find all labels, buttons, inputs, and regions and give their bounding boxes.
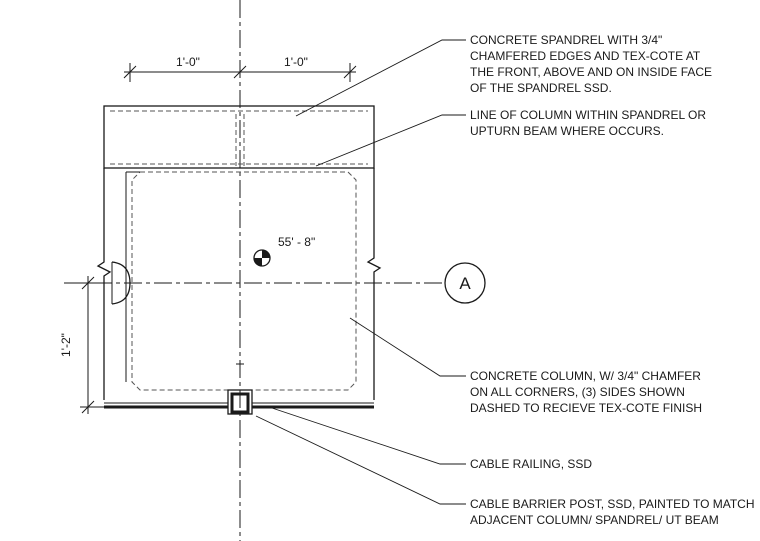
svg-text:CHAMFERED EDGES AND TEX-COTE A: CHAMFERED EDGES AND TEX-COTE AT (470, 49, 701, 63)
svg-text:THE FRONT, ABOVE AND ON INSIDE: THE FRONT, ABOVE AND ON INSIDE FACE (470, 65, 712, 79)
svg-text:ON ALL CORNERS, (3) SIDES SHOW: ON ALL CORNERS, (3) SIDES SHOWN (470, 385, 685, 399)
column-bracket (111, 261, 131, 305)
svg-text:CABLE RAILING, SSD: CABLE RAILING, SSD (470, 457, 592, 471)
svg-text:LINE OF COLUMN WITHIN SPANDREL: LINE OF COLUMN WITHIN SPANDREL OR (470, 108, 706, 122)
dimension-vertical: 1'-2" (59, 333, 73, 357)
svg-text:UPTURN BEAM WHERE OCCURS.: UPTURN BEAM WHERE OCCURS. (470, 124, 664, 138)
note-barrier-post: CABLE BARRIER POST, SSD, PAINTED TO MATC… (470, 497, 755, 527)
grid-bubble-label: A (459, 274, 471, 293)
grid-bubble-a: A (444, 262, 486, 304)
note-spandrel: CONCRETE SPANDREL WITH 3/4" CHAMFERED ED… (470, 33, 712, 95)
svg-text:CONCRETE SPANDREL WITH 3/4": CONCRETE SPANDREL WITH 3/4" (470, 33, 662, 47)
svg-text:CONCRETE COLUMN, W/ 3/4" CHAMF: CONCRETE COLUMN, W/ 3/4" CHAMFER (470, 369, 701, 383)
note-concrete-column: CONCRETE COLUMN, W/ 3/4" CHAMFER ON ALL … (470, 369, 702, 415)
elevation-value: 55' - 8" (278, 235, 315, 249)
svg-text:OF THE SPANDREL SSD.: OF THE SPANDREL SSD. (470, 81, 612, 95)
dimension-right-width: 1'-0" (284, 55, 308, 69)
vertical-dimension: 1'-2" (59, 276, 104, 414)
svg-text:CABLE BARRIER POST, SSD, PAINT: CABLE BARRIER POST, SSD, PAINTED TO MATC… (470, 497, 755, 511)
cable-railing (104, 402, 374, 409)
leader-lines (255, 39, 466, 505)
concrete-column (96, 168, 382, 400)
note-cable-railing: CABLE RAILING, SSD (470, 457, 592, 471)
dimension-left-width: 1'-0" (176, 55, 200, 69)
svg-text:ADJACENT COLUMN/ SPANDREL/ UT: ADJACENT COLUMN/ SPANDREL/ UT BEAM (470, 513, 719, 527)
cable-barrier-post (227, 362, 253, 415)
elevation-marker: 55' - 8" (253, 235, 315, 267)
concrete-spandrel (103, 105, 375, 169)
top-dimension-string: 1'-0" 1'-0" (123, 55, 357, 82)
note-column-line: LINE OF COLUMN WITHIN SPANDREL OR UPTURN… (470, 108, 706, 138)
svg-text:DASHED TO RECIEVE TEX-COTE FIN: DASHED TO RECIEVE TEX-COTE FINISH (470, 401, 702, 415)
